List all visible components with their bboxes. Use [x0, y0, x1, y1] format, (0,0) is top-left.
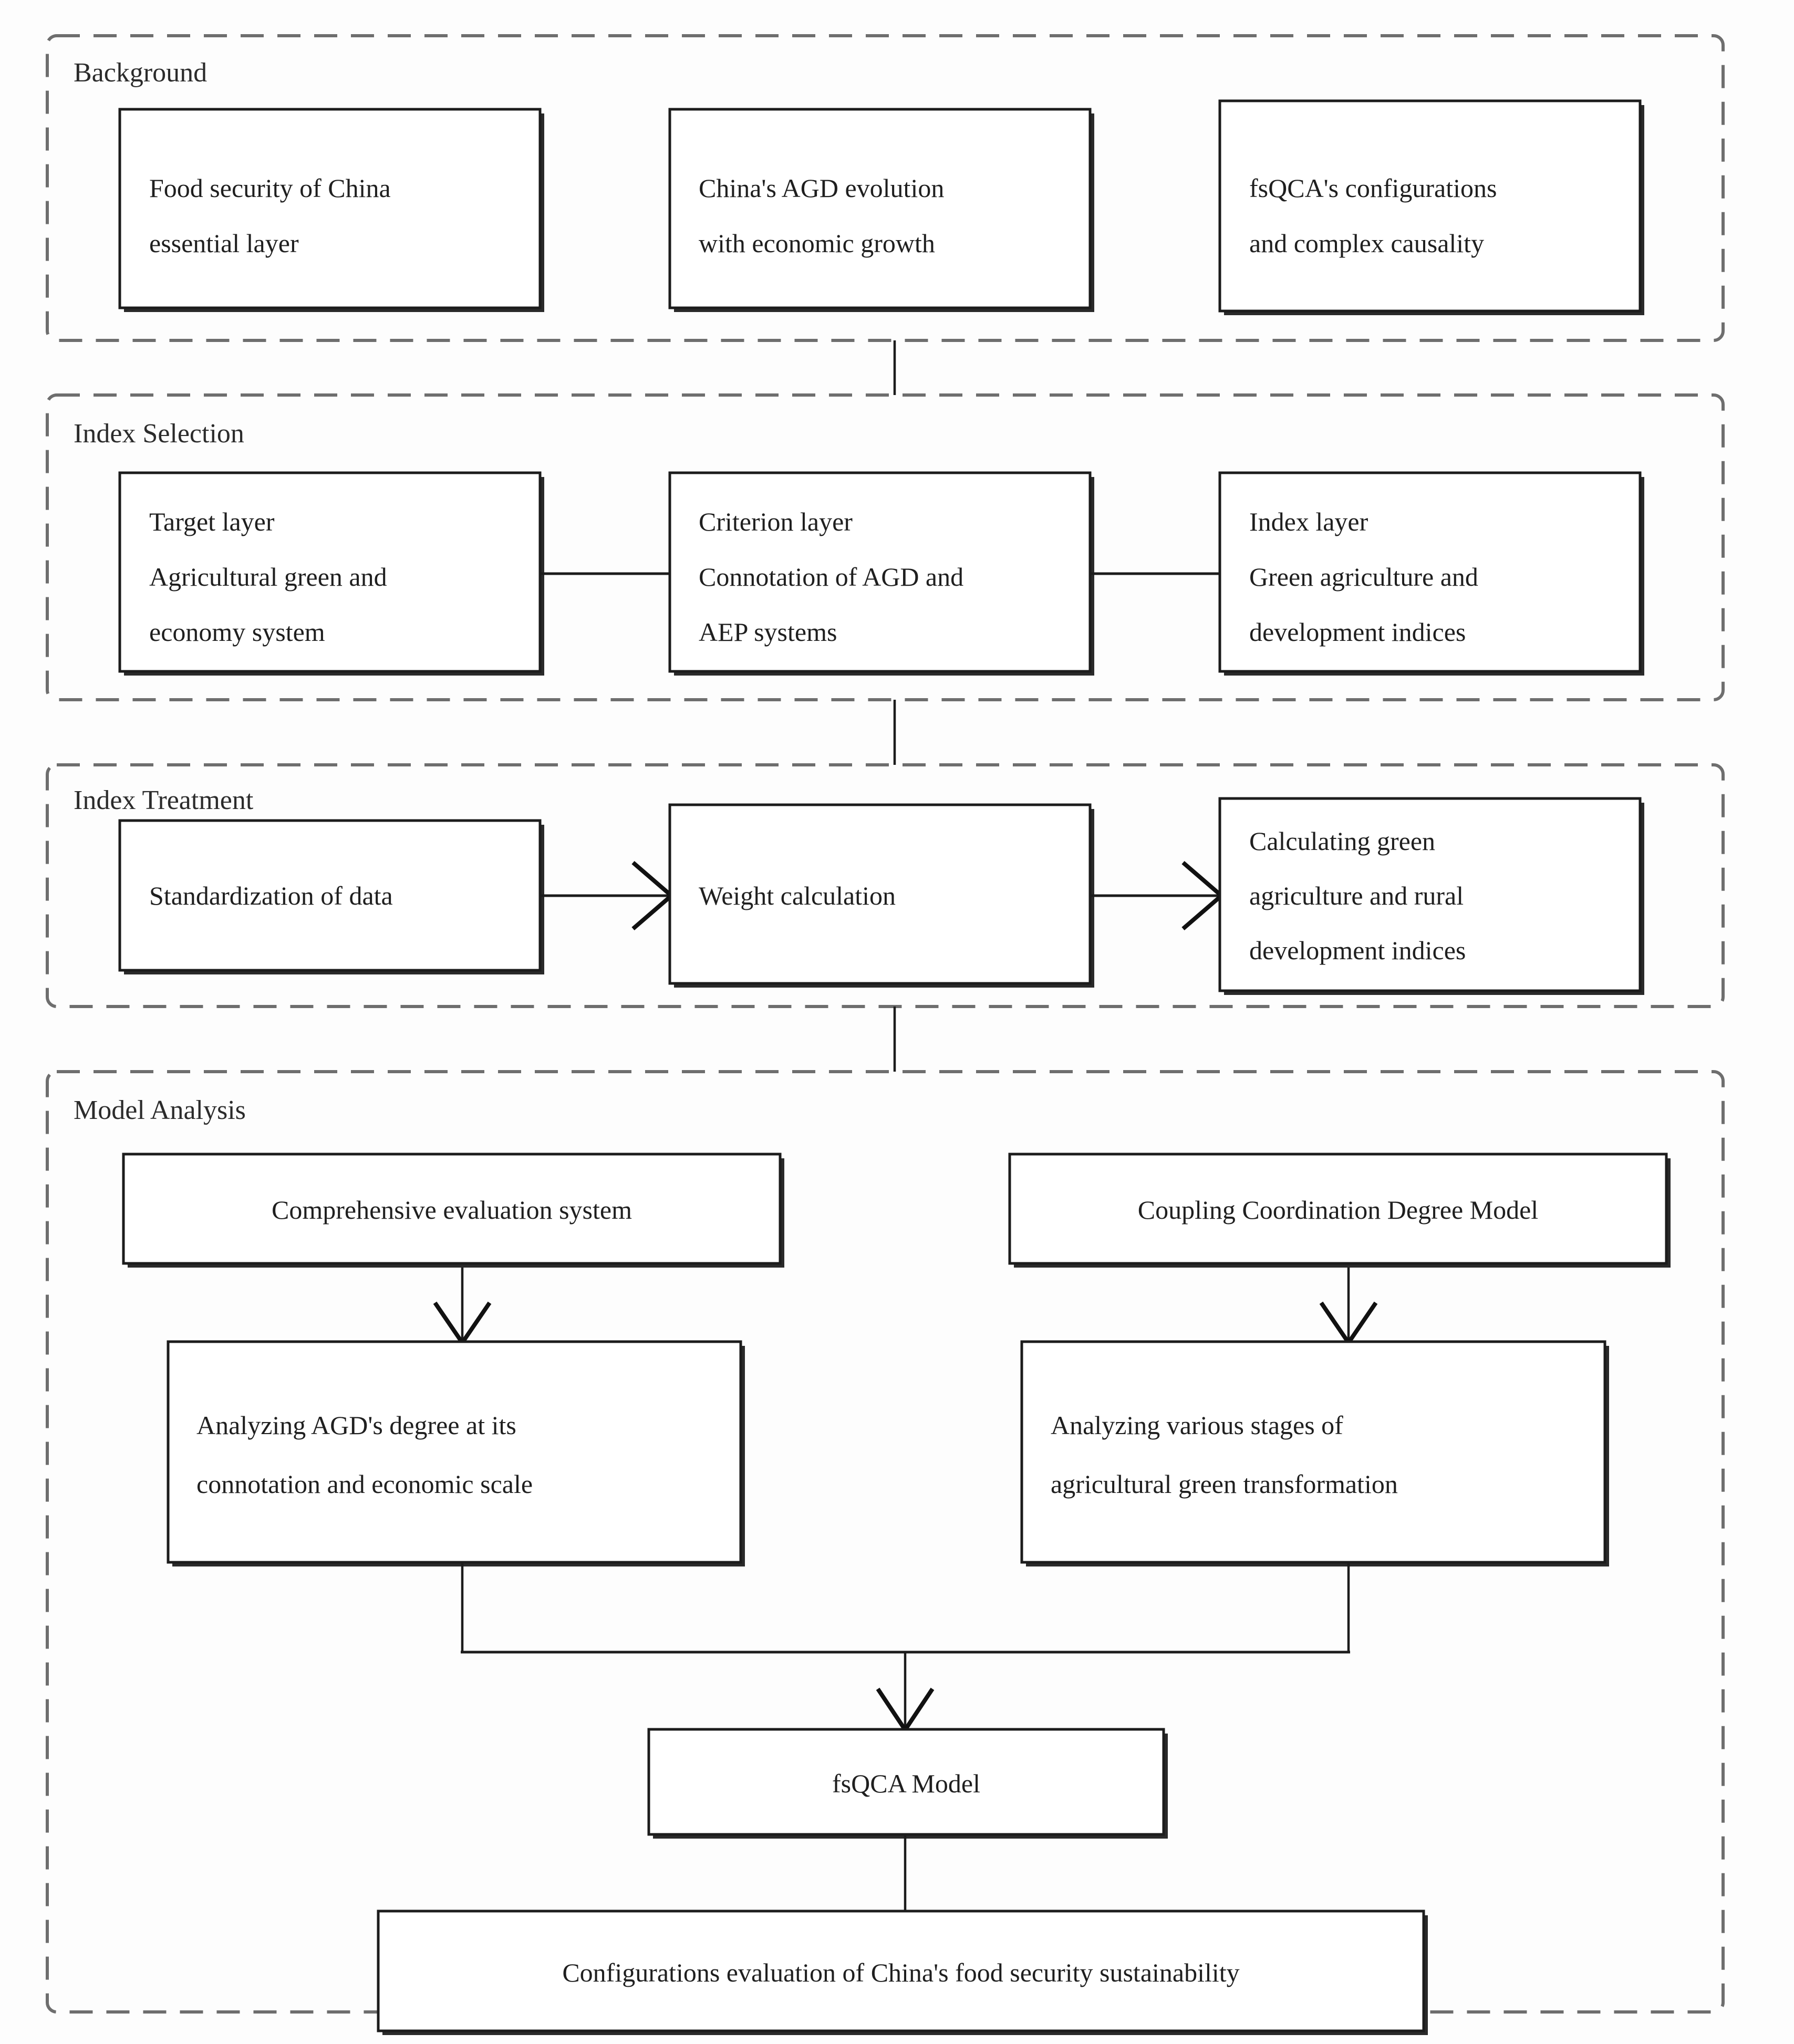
- node-coupling-coordination-box[interactable]: [1008, 1153, 1668, 1265]
- node-fsqca-configurations-line-1: fsQCA's configurations: [1249, 173, 1497, 203]
- node-configurations-evaluation-box[interactable]: [377, 1910, 1425, 2032]
- node-standardization[interactable]: Standardization of data: [118, 819, 544, 974]
- node-configurations-evaluation[interactable]: Configurations evaluation of China's foo…: [377, 1910, 1428, 2035]
- node-analyzing-stages-line-1: Analyzing various stages of: [1051, 1410, 1343, 1440]
- node-fsqca-model-line-1: fsQCA Model: [832, 1769, 980, 1798]
- node-target-layer-line-2: Agricultural green and: [149, 562, 387, 592]
- node-comprehensive-evaluation-line-1: Comprehensive evaluation system: [272, 1195, 632, 1225]
- node-fsqca-configurations-box[interactable]: [1218, 99, 1642, 313]
- connector-comprehensive-to-analyzing-agd: [433, 1268, 492, 1347]
- node-agd-evolution-line-2: with economic growth: [699, 229, 935, 258]
- node-calculating-indices[interactable]: Calculating green agriculture and rural …: [1218, 797, 1644, 995]
- node-calculating-indices-box[interactable]: [1218, 797, 1642, 992]
- node-index-layer-line-1: Index layer: [1249, 507, 1368, 536]
- node-calculating-indices-line-1: Calculating green: [1249, 826, 1435, 856]
- connector-weight-to-calculating: [1090, 860, 1225, 931]
- node-agd-evolution[interactable]: China's AGD evolution with economic grow…: [668, 108, 1094, 312]
- node-criterion-layer-line-1: Criterion layer: [699, 507, 853, 536]
- node-comprehensive-evaluation[interactable]: Comprehensive evaluation system: [122, 1153, 784, 1268]
- node-weight-calculation-line-1: Weight calculation: [699, 881, 896, 910]
- group-index-treatment-border: [46, 763, 1725, 1008]
- node-target-layer-line-1: Target layer: [149, 507, 275, 536]
- node-analyzing-agd-degree-line-2: connotation and economic scale: [196, 1469, 533, 1499]
- group-model-analysis-label: Model Analysis: [74, 1095, 246, 1125]
- node-target-layer[interactable]: Target layer Agricultural green and econ…: [118, 471, 544, 676]
- node-fsqca-model[interactable]: fsQCA Model: [647, 1728, 1168, 1839]
- group-background-border: [46, 34, 1725, 342]
- node-criterion-layer-line-3: AEP systems: [699, 617, 837, 647]
- node-food-security-box[interactable]: [118, 108, 542, 309]
- node-food-security-line-2: essential layer: [149, 229, 299, 258]
- node-calculating-indices-line-3: development indices: [1249, 936, 1466, 965]
- node-analyzing-stages-line-2: agricultural green transformation: [1051, 1469, 1398, 1499]
- node-criterion-layer-line-2: Connotation of AGD and: [699, 562, 963, 592]
- node-configurations-evaluation-line-1: Configurations evaluation of China's foo…: [562, 1958, 1239, 1987]
- node-agd-evolution-line-1: China's AGD evolution: [699, 173, 944, 203]
- node-weight-calculation-box[interactable]: [668, 803, 1092, 985]
- node-food-security[interactable]: Food security of China essential layer: [118, 108, 544, 312]
- group-index-treatment-label: Index Treatment: [74, 785, 254, 815]
- connector-merge-to-fsqca-model: [461, 1562, 1350, 1734]
- node-index-layer[interactable]: Index layer Green agriculture and develo…: [1218, 471, 1644, 676]
- node-criterion-layer[interactable]: Criterion layer Connotation of AGD and A…: [668, 471, 1094, 676]
- node-target-layer-box[interactable]: [118, 471, 542, 673]
- node-calculating-indices-line-2: agriculture and rural: [1249, 881, 1464, 910]
- group-index-selection: Index Selection: [46, 393, 1725, 701]
- group-background-label: Background: [74, 58, 207, 88]
- node-analyzing-stages[interactable]: Analyzing various stages of agricultural…: [1020, 1340, 1609, 1566]
- node-index-layer-box[interactable]: [1218, 471, 1642, 673]
- node-comprehensive-evaluation-box[interactable]: [122, 1153, 782, 1265]
- group-background: Background: [46, 34, 1725, 342]
- node-fsqca-configurations[interactable]: fsQCA's configurations and complex causa…: [1218, 99, 1644, 315]
- node-fsqca-configurations-line-2: and complex causality: [1249, 229, 1484, 258]
- group-index-treatment: Index Treatment: [46, 763, 1725, 1008]
- node-analyzing-agd-degree-line-1: Analyzing AGD's degree at its: [196, 1410, 516, 1440]
- node-food-security-line-1: Food security of China: [149, 173, 391, 203]
- node-analyzing-agd-degree[interactable]: Analyzing AGD's degree at its connotatio…: [167, 1340, 745, 1566]
- node-weight-calculation[interactable]: Weight calculation: [668, 803, 1094, 988]
- group-index-selection-label: Index Selection: [74, 419, 244, 449]
- node-coupling-coordination-line-1: Coupling Coordination Degree Model: [1138, 1195, 1538, 1225]
- node-coupling-coordination[interactable]: Coupling Coordination Degree Model: [1008, 1153, 1671, 1268]
- node-analyzing-stages-box[interactable]: [1020, 1340, 1606, 1564]
- node-analyzing-agd-degree-box[interactable]: [167, 1340, 742, 1564]
- node-standardization-line-1: Standardization of data: [149, 881, 393, 910]
- connector-coupling-to-analyzing-stages: [1319, 1268, 1378, 1347]
- node-target-layer-line-3: economy system: [149, 617, 325, 647]
- connector-standardization-to-weight: [540, 860, 675, 931]
- node-standardization-box[interactable]: [118, 819, 542, 972]
- node-agd-evolution-box[interactable]: [668, 108, 1092, 309]
- node-fsqca-model-box[interactable]: [647, 1728, 1165, 1836]
- node-index-layer-line-3: development indices: [1249, 617, 1466, 647]
- node-criterion-layer-box[interactable]: [668, 471, 1092, 673]
- group-index-selection-border: [46, 393, 1725, 701]
- node-index-layer-line-2: Green agriculture and: [1249, 562, 1478, 592]
